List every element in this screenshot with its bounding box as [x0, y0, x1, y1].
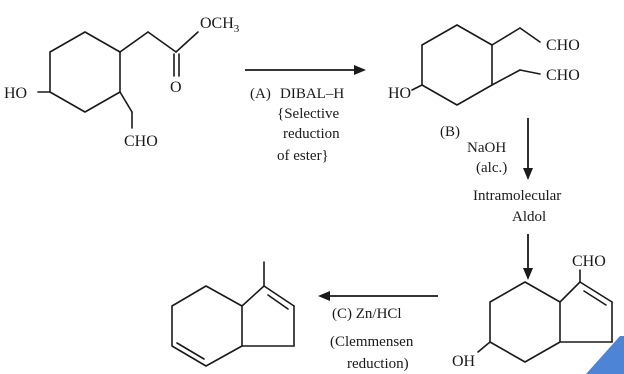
- step-b-note-1: Intramolecular: [473, 188, 561, 204]
- step-c-arrow: [318, 291, 438, 301]
- step-b-conditions: (B) NaOH (alc.) Intramolecular Aldol: [440, 124, 561, 225]
- dialdehyde-cho-bottom-label: CHO: [546, 67, 580, 84]
- dialdehyde-upper-chain-1: [491, 27, 521, 46]
- step-a-arrow: [245, 65, 366, 75]
- step-a-note-2: reduction: [283, 126, 340, 142]
- aldol-double-bond: [583, 290, 607, 306]
- step-c-note-2: reduction): [347, 356, 409, 372]
- dialdehyde-upper-chain-2: [519, 27, 541, 43]
- reactant-structure: HO OCH3 O CHO: [4, 15, 240, 150]
- step-b-reagent-2: (alc.): [476, 160, 507, 176]
- aldol-six-ring: [489, 281, 561, 363]
- reactant-ho-label: HO: [4, 85, 27, 102]
- reactant-ester-chain-1: [119, 31, 149, 53]
- aldol-cho-label: CHO: [572, 253, 606, 270]
- dialdehyde-ho-bond: [411, 84, 423, 91]
- step-b-label: (B): [440, 124, 460, 140]
- final-six-ring: [171, 285, 243, 367]
- step-a-label: (A): [250, 86, 271, 102]
- dialdehyde-lower-chain-1: [491, 69, 521, 86]
- aldol-five-ring-2: [579, 281, 613, 303]
- step-b-reagent: NaOH: [467, 140, 506, 156]
- step-a-note-1: {Selective: [277, 106, 340, 122]
- step-a-reagent: DIBAL–H: [280, 86, 344, 102]
- dialdehyde-structure: HO CHO CHO: [388, 24, 580, 106]
- aldol-five-ring-1: [559, 281, 581, 303]
- final-five-ring-2: [263, 285, 295, 307]
- dialdehyde-cho-top-label: CHO: [546, 37, 580, 54]
- final-five-ring-1: [241, 285, 265, 307]
- reactant-ester-chain-3: [175, 31, 199, 53]
- final-five-ring-double-bond: [267, 294, 289, 310]
- dialdehyde-ring: [421, 24, 493, 106]
- reactant-cho-label: CHO: [124, 133, 158, 150]
- reactant-och-label: OCH3: [200, 15, 240, 35]
- aldol-oh-label: OH: [452, 353, 476, 370]
- step-a-conditions: (A) DIBAL–H {Selective reduction of este…: [250, 86, 344, 164]
- step-b-arrow: [523, 118, 533, 180]
- step-c-conditions: (C) Zn/HCl (Clemmensen reduction): [330, 306, 414, 372]
- reactant-carbonyl-o-label: O: [170, 79, 182, 96]
- dialdehyde-ho-label: HO: [388, 85, 411, 102]
- step-c-note-1: (Clemmensen: [330, 334, 414, 350]
- dialdehyde-lower-chain-2: [519, 69, 541, 75]
- reactant-aldehyde-chain-1: [119, 91, 133, 113]
- aldol-product-structure: CHO OH: [452, 253, 613, 370]
- step-a-note-3: of ester}: [277, 148, 329, 164]
- step-c-reagent: (C) Zn/HCl: [332, 306, 402, 322]
- reactant-ester-chain-2: [147, 31, 177, 53]
- watermark-shape: [586, 336, 624, 374]
- final-product-structure: [171, 261, 295, 367]
- step-b-note-2: Aldol: [512, 209, 546, 225]
- aldol-oh-bond: [477, 341, 491, 353]
- reactant-ring: [49, 31, 121, 113]
- final-six-ring-double-bond: [176, 342, 205, 360]
- step-b-second-arrow: [523, 234, 533, 280]
